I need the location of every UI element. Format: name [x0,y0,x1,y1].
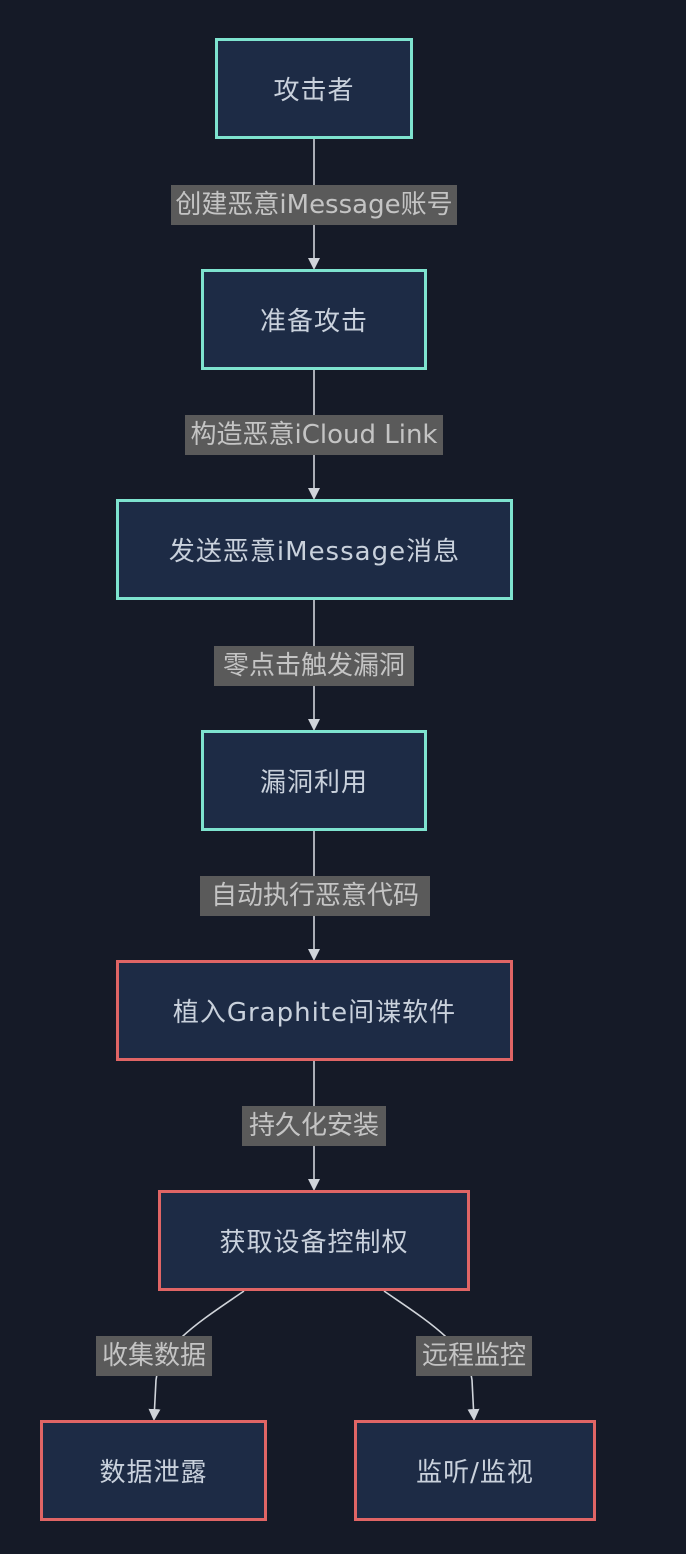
node-exploit: 漏洞利用 [201,730,427,831]
node-data-leak: 数据泄露 [40,1420,267,1521]
node-monitor: 监听/监视 [354,1420,596,1521]
edge-label-auto-execute: 自动执行恶意代码 [200,876,430,916]
node-prepare-attack: 准备攻击 [201,269,427,370]
edge-label-persist-install: 持久化安装 [242,1106,386,1146]
node-device-control: 获取设备控制权 [158,1190,470,1291]
node-send-malicious-imessage: 发送恶意iMessage消息 [116,499,513,600]
edge-label-zero-click: 零点击触发漏洞 [214,646,414,686]
node-attacker: 攻击者 [215,38,413,139]
node-implant-graphite: 植入Graphite间谍软件 [116,960,513,1061]
edge-label-craft-icloud-link: 构造恶意iCloud Link [185,415,443,455]
edge-label-create-account: 创建恶意iMessage账号 [171,185,457,225]
edge-label-remote-monitor: 远程监控 [416,1336,532,1376]
edge-label-collect-data: 收集数据 [96,1336,212,1376]
